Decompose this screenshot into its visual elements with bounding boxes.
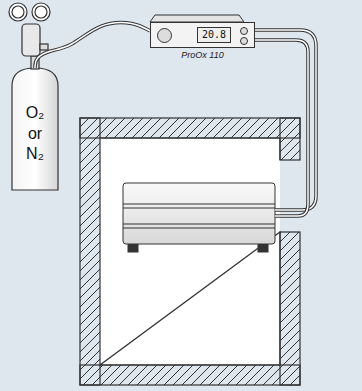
hose-core	[35, 23, 150, 68]
gas-cylinder	[9, 3, 58, 190]
gas-name: O₂ or N₂	[26, 103, 45, 165]
display-reading: 20.8	[197, 27, 231, 43]
device-label: ProOx 110	[151, 50, 254, 60]
hose-outline	[35, 23, 150, 68]
sample-tube	[244, 30, 316, 216]
button	[240, 27, 248, 35]
knob	[157, 28, 172, 43]
button	[240, 37, 248, 45]
oxygen-controller: 20.8ProOx 110	[150, 22, 255, 48]
gas-cylinder-body: O₂ or N₂	[12, 68, 58, 190]
chamber-wall	[80, 118, 300, 385]
incubator	[123, 183, 275, 252]
controller-top	[150, 15, 244, 22]
gas-hose	[35, 23, 150, 68]
